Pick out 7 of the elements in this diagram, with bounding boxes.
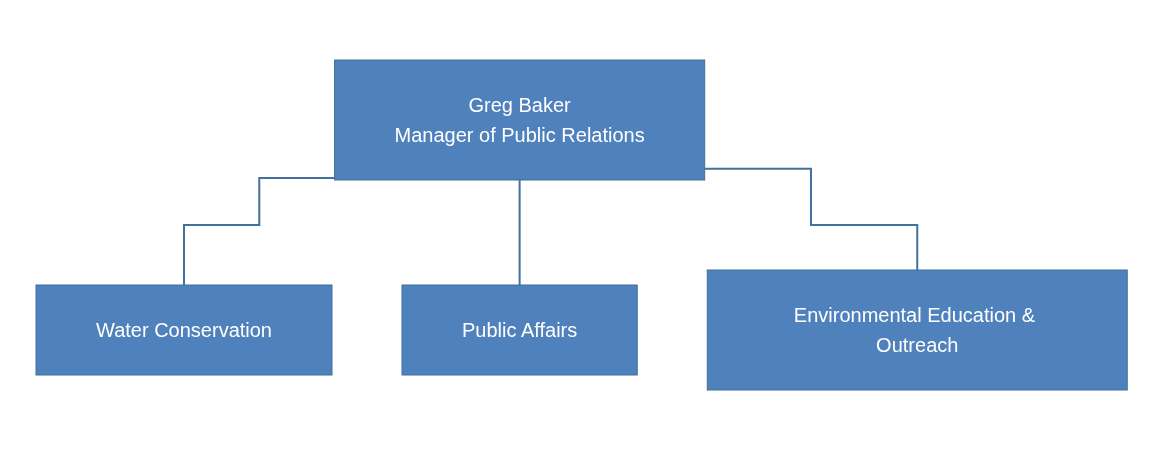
connector [182,176,336,286]
node-box: Water Conservation [35,284,333,376]
connector [703,167,919,271]
connector [518,179,521,286]
node-box: Public Affairs [401,284,638,376]
node-box: Greg Baker Manager of Public Relations [333,59,706,181]
node-box: Environmental Education & Outreach [706,269,1128,391]
